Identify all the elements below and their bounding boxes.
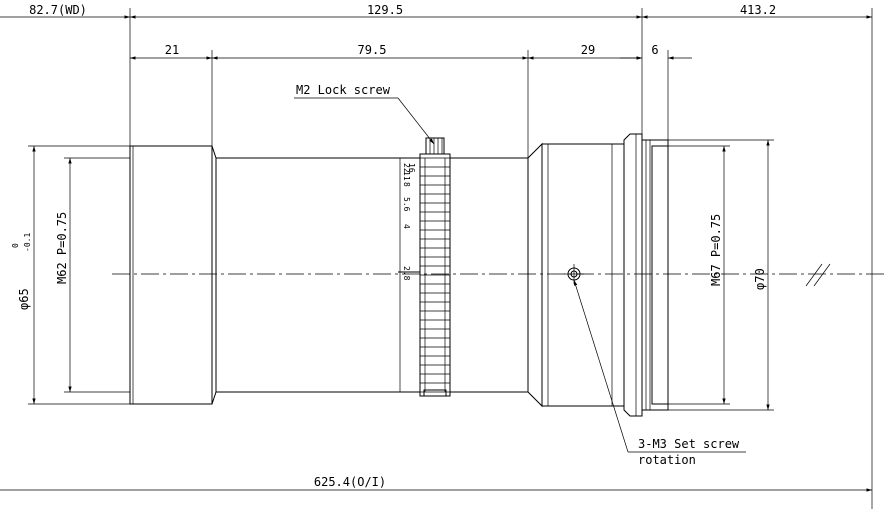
- focus-ring: [419, 153, 451, 397]
- rear-diameters: M67 P=0.75 φ70: [668, 139, 774, 411]
- front-diameters: φ65 0 -0.1 M62 P=0.75: [11, 145, 130, 405]
- top-dimensions: 82.7(WD) 129.5 413.2 21 79.5 29 6: [0, 3, 873, 509]
- fstop-11: 11: [402, 171, 411, 181]
- lens-body: 22 16 11 8 5.6 4 2.8: [129, 133, 669, 417]
- rear-thread-spec: M67 P=0.75: [709, 214, 723, 286]
- set-screw-callout: 3-M3 Set screw rotation: [573, 279, 746, 467]
- lock-screw-label: M2 Lock screw: [296, 83, 391, 97]
- rear-outer-diameter: φ70: [753, 268, 767, 290]
- front-barrel: [129, 145, 213, 405]
- rear-barrel: [541, 143, 625, 407]
- dim-overall-body: 129.5: [367, 3, 403, 17]
- middle-tube: [215, 157, 421, 393]
- front-outer-tolerance-upper: 0: [11, 243, 20, 248]
- front-outer-diameter: φ65: [17, 288, 31, 310]
- lock-screw: [425, 137, 445, 155]
- fstop-5-6: 5.6: [402, 197, 411, 212]
- dim-oi-total: 625.4(O/I): [314, 475, 386, 489]
- front-outer-tolerance-lower: -0.1: [23, 233, 32, 252]
- front-taper: [211, 145, 217, 405]
- dim-wd: 82.7(WD): [29, 3, 87, 17]
- bottom-dimension: 625.4(O/I): [0, 475, 872, 492]
- aperture-scale: 22 16 11 8 5.6 4 2.8: [398, 158, 420, 392]
- fstop-2-8: 2.8: [402, 266, 411, 281]
- front-thread-spec: M62 P=0.75: [55, 212, 69, 284]
- dim-middle-section: 79.5: [358, 43, 387, 57]
- lock-screw-callout: M2 Lock screw: [294, 83, 435, 145]
- set-screw-rotation-label: rotation: [638, 453, 696, 467]
- rear-middle-tube: [449, 157, 529, 393]
- dim-mount-depth: 6: [651, 43, 658, 57]
- fstop-16: 16: [407, 163, 416, 173]
- fstop-8: 8: [402, 182, 411, 187]
- set-screw-label: 3-M3 Set screw: [638, 437, 740, 451]
- fstop-22: 22: [402, 163, 411, 173]
- dim-rear-section: 29: [581, 43, 595, 57]
- dim-front-section: 21: [165, 43, 179, 57]
- break-mark: [805, 263, 823, 287]
- mount-flange: [623, 133, 669, 417]
- fstop-4: 4: [402, 224, 411, 229]
- rear-taper: [527, 142, 543, 408]
- dim-image-side: 413.2: [740, 3, 776, 17]
